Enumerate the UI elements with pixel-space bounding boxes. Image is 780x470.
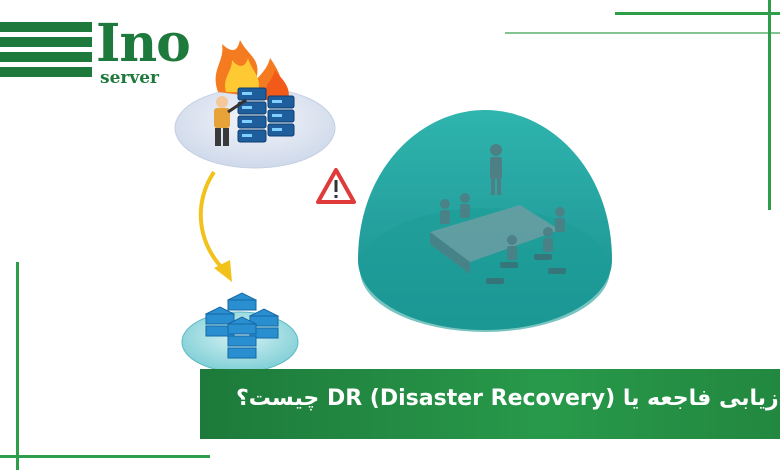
deco-line-top-2 — [505, 32, 780, 34]
logo-stripes — [0, 22, 92, 92]
deco-line-vert-left — [16, 262, 19, 470]
caption-bar — [200, 369, 780, 439]
warning-triangle-icon — [316, 168, 356, 204]
deco-line-top — [615, 12, 780, 15]
logo-brand: Ino — [96, 13, 191, 74]
logo-subtitle: server — [100, 68, 159, 88]
deco-line-bottom — [0, 455, 210, 458]
deco-line-vert-right — [768, 0, 771, 210]
curved-arrow-icon — [198, 170, 232, 282]
protected-dome-icon — [358, 110, 612, 332]
page-title: بازیابی فاجعه یا DR (Disaster Recovery) … — [236, 386, 780, 411]
server-stack-icon — [181, 292, 299, 373]
burning-server-icon — [174, 40, 336, 169]
